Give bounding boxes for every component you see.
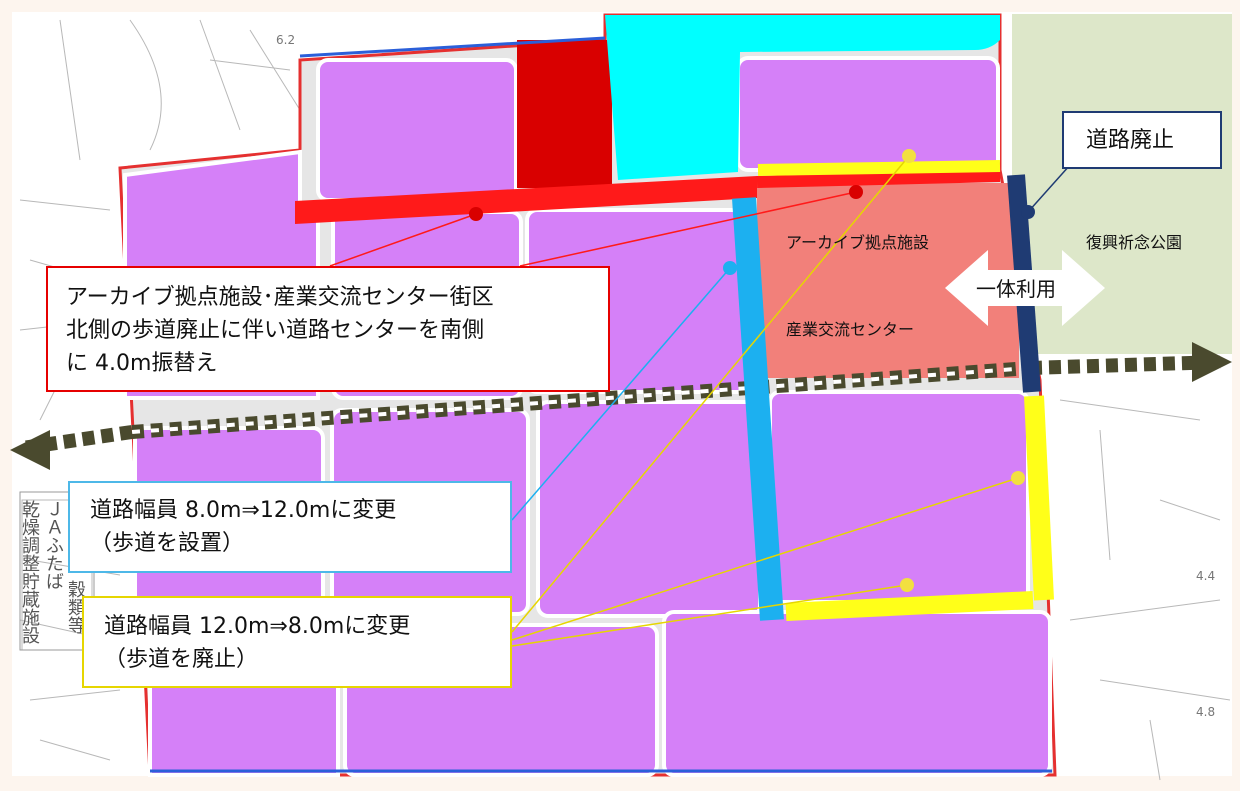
ja-label-col2: 乾燥調整貯蔵施設 [19, 500, 40, 644]
integrated-use-label: 一体利用 [976, 277, 1056, 301]
elevation-mark: 6.2 [276, 33, 295, 47]
block [536, 400, 762, 618]
leader-dot [723, 261, 737, 275]
cyan-block [605, 15, 1000, 180]
road-shift-red-line [756, 170, 1001, 188]
east-west-axis [131, 361, 1031, 439]
ja-label-col1: ＪＡふたば [43, 500, 64, 590]
elevation-mark: 4.8 [1196, 705, 1215, 719]
archive-label: アーカイブ拠点施設 [786, 233, 930, 252]
callout-narrow: 道路幅員 12.0m⇒8.0mに変更 （歩道を廃止） [82, 596, 512, 688]
narrow-road-yellow-east [1024, 395, 1054, 601]
leader-line [511, 584, 908, 647]
leader-line [511, 155, 910, 633]
block [768, 390, 1030, 604]
callout-archive-shift: アーカイブ拠点施設･産業交流センター街区 北側の歩道廃止に伴い道路センターを南側… [46, 266, 610, 392]
leader-line [329, 213, 477, 267]
axis-arrow-left [10, 430, 50, 470]
block [662, 610, 1052, 777]
north-red-block [517, 40, 612, 188]
industry-label: 産業交流センター [786, 320, 915, 339]
ja-label-col3: 穀類等 [65, 580, 86, 634]
callout-road-abolish: 道路廃止 [1062, 111, 1222, 169]
callout-line: 道路廃止 [1086, 128, 1175, 153]
road-edge-line [299, 36, 606, 58]
leader-dot [849, 185, 863, 199]
callout-line: 北側の歩道廃止に伴い道路センターを南側 [66, 318, 485, 343]
callout-line: 道路幅員 8.0m⇒12.0mに変更 [90, 498, 397, 523]
leader-line [519, 191, 857, 267]
callout-widen: 道路幅員 8.0m⇒12.0mに変更 （歩道を設置） [68, 481, 512, 573]
block [316, 58, 518, 202]
axis-extension-right [1029, 355, 1221, 375]
leader-dot [1021, 205, 1035, 219]
leader-line [1027, 164, 1071, 213]
leader-lines [329, 155, 1071, 647]
leader-dot [1011, 471, 1025, 485]
park-label: 復興祈念公園 [1086, 233, 1183, 252]
widen-road-blue [732, 197, 784, 621]
leader-dot [469, 207, 483, 221]
callout-line: アーカイブ拠点施設･産業交流センター街区 [66, 285, 494, 310]
axis-arrow-right [1192, 342, 1232, 382]
leader-line [511, 267, 731, 521]
callout-line: （歩道を設置） [90, 531, 245, 556]
block [736, 56, 1000, 172]
leader-dots [469, 149, 1035, 592]
leader-line [511, 477, 1019, 641]
road-shift-red-band [295, 176, 757, 224]
callout-line: に 4.0m振替え [66, 351, 218, 376]
callout-line: （歩道を廃止） [104, 647, 259, 672]
leader-dot [902, 149, 916, 163]
leader-dot [900, 578, 914, 592]
callout-line: 道路幅員 12.0m⇒8.0mに変更 [104, 614, 411, 639]
narrow-road-yellow-south [785, 591, 1034, 621]
integrated-use-arrow [945, 250, 1105, 326]
narrow-road-yellow-top [757, 160, 1001, 176]
elevation-mark: 4.4 [1196, 569, 1215, 583]
